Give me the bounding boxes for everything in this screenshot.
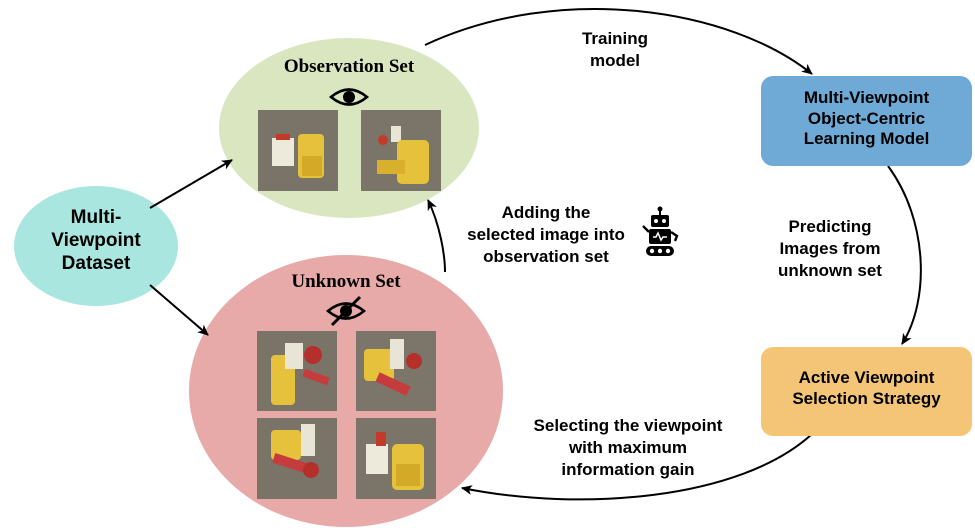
arrow-dataset-to-unknown	[149, 284, 209, 336]
observation-image-1	[258, 110, 338, 191]
unknown-image-1	[257, 331, 337, 411]
model-label: Multi-Viewpoint Object-Centric Learning …	[803, 88, 930, 149]
strategy-node-box	[761, 347, 972, 436]
selecting-label: Selecting the viewpoint with maximum inf…	[533, 416, 723, 480]
unknown-set-title: Unknown Set	[291, 271, 401, 292]
arrow-training	[424, 8, 813, 75]
training-label: Training model	[581, 29, 649, 71]
predicting-label: Predicting Images from unknown set	[778, 217, 882, 281]
arrow-selecting	[461, 433, 813, 501]
unknown-image-2	[356, 331, 436, 411]
arrow-adding	[427, 199, 446, 273]
dataset-node	[14, 186, 178, 306]
adding-label: Adding the selected image into observati…	[467, 203, 625, 267]
observation-set-title: Observation Set	[283, 56, 415, 77]
unknown-image-4	[356, 418, 436, 499]
eye-icon	[328, 88, 370, 106]
observation-image-2	[361, 110, 441, 191]
dataset-label: Multi- Viewpoint Dataset	[51, 207, 141, 275]
unknown-set-node	[189, 255, 503, 527]
eye-slash-icon	[325, 295, 367, 327]
arrow-predicting	[887, 165, 922, 345]
arrow-dataset-to-observation	[149, 159, 233, 209]
unknown-image-3	[257, 418, 337, 499]
strategy-label: Active Viewpoint Selection Strategy	[792, 368, 941, 408]
model-node-box	[761, 76, 972, 166]
robot-icon	[642, 206, 679, 256]
